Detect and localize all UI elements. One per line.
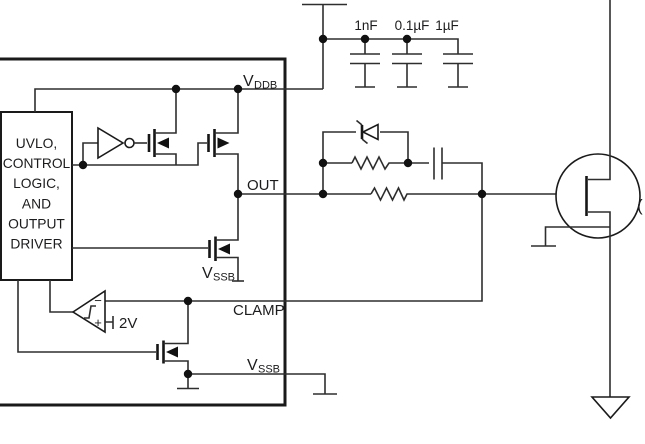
series-cap-right-wire (442, 162, 483, 194)
decoupling-cap-3 (443, 53, 473, 88)
decoupling-cap-2 (392, 53, 422, 88)
clamp-drain-wire (163, 301, 189, 345)
cropped-label-fragment: ( (637, 196, 643, 215)
clamp-body-arrow-icon (166, 346, 178, 358)
driver-ic-outline (0, 57, 287, 407)
inverter-bubble (124, 137, 135, 149)
hysteresis-icon (84, 305, 96, 319)
vddb-rail-wire (34, 88, 323, 112)
fet1-body-arrow-icon (157, 137, 169, 149)
junction-dots (78, 34, 487, 379)
cap3-value-label: 1µF (435, 18, 459, 33)
fet3-source-wire (215, 256, 239, 281)
vddb-pin-sub: DDB (254, 80, 277, 92)
cap1-value-label: 1nF (354, 18, 377, 33)
zener-right-wire (380, 131, 409, 163)
inverter-input-wire (82, 142, 98, 165)
block-line-3: LOGIC, (13, 176, 60, 191)
fet2-body-arrow-icon (217, 137, 230, 149)
output-fet-high-1 (147, 89, 177, 165)
clamp-pin-label: CLAMP (233, 302, 285, 319)
drive-signal-wire (72, 142, 207, 166)
clamp-fet (17, 280, 199, 390)
fet3-body-arrow-icon (218, 243, 230, 255)
vssb-net-wires (188, 373, 337, 395)
clamp-net-wire (105, 194, 483, 302)
block-line-2: CONTROL (3, 156, 71, 171)
kelvin-source-wire (544, 226, 610, 246)
power-mosfet-source-wire (588, 211, 611, 397)
zener-left-wire (322, 131, 356, 194)
zener-bends (355, 119, 369, 145)
fet2-drain-wire (214, 89, 239, 134)
cap2-value-label: 0.1µF (395, 18, 430, 33)
comparator: − + 2V (49, 280, 137, 334)
clamp-gate-wire (17, 280, 156, 353)
comparator-output-wire (49, 280, 73, 313)
series-cap-plates (433, 147, 443, 180)
block-line-4: AND (22, 197, 51, 212)
comparator-minus-sign: − (94, 293, 102, 308)
source-gnd-triangle-icon (590, 396, 631, 420)
pin-labels: V DDB OUT V SSB CLAMP V SSB (202, 73, 285, 376)
fet3-drain-wire (215, 194, 239, 241)
vssb-wire (188, 373, 326, 394)
output-fet-high-2 (207, 89, 239, 194)
zener-anode-triangle (361, 123, 379, 141)
inverter-gate (82, 126, 147, 165)
vssb-outer-pin-label: V (247, 357, 258, 374)
uvlo-control-block-label: UVLO, CONTROL LOGIC, AND OUTPUT DRIVER (3, 136, 71, 252)
fet2-source-wire (214, 153, 239, 194)
vssb-inner-pin-sub: SSB (213, 272, 235, 284)
inverter-triangle (97, 126, 125, 160)
output-fet-low (72, 194, 244, 282)
out-net-wires (238, 186, 585, 202)
block-line-1: UVLO, (16, 136, 57, 151)
clamp-source-wire (163, 360, 189, 374)
comparator-triangle (71, 289, 106, 334)
reference-voltage-label: 2V (119, 315, 137, 332)
cap1-plates (350, 53, 380, 65)
cap3-plates (443, 53, 473, 65)
boost-network (322, 119, 483, 194)
vssb-inner-pin-label: V (202, 265, 213, 282)
block-line-6: DRIVER (10, 237, 62, 252)
power-mosfet-drain-wire (588, 0, 611, 181)
fet1-drain-wire (154, 89, 177, 134)
upper-resistor (351, 155, 392, 171)
decoupling-rail-wire (323, 38, 459, 54)
uvlo-control-block (0, 111, 73, 281)
gate-resistor (370, 186, 410, 202)
reference-stub-wire (105, 316, 114, 329)
block-line-5: OUTPUT (8, 217, 65, 232)
power-mosfet-circle (555, 153, 641, 239)
cap2-plates (392, 53, 422, 65)
out-pin-label: OUT (247, 177, 279, 194)
vssb-outer-pin-sub: SSB (258, 364, 280, 376)
power-mosfet (531, 0, 641, 420)
cap-stub-wires (364, 39, 408, 54)
decoupling-cap-1 (350, 53, 380, 88)
fet1-source-wire (154, 153, 177, 165)
vddb-pin-label: V (243, 73, 254, 90)
comparator-plus-sign: + (94, 315, 102, 330)
